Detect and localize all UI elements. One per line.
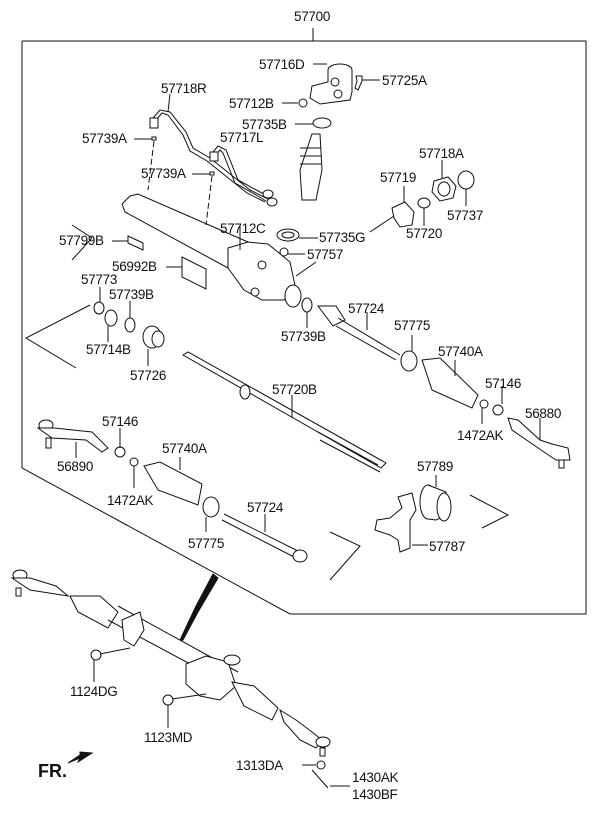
assembled-gear	[10, 569, 350, 789]
label-57789: 57789	[417, 459, 454, 474]
inner-tie-rod-left	[221, 513, 361, 581]
plug-57739A-1	[151, 136, 157, 141]
rack-57720B	[182, 351, 387, 473]
boot-57740A-left	[143, 457, 203, 506]
bolt-57725A	[354, 75, 380, 91]
label-1472AK-left: 1472AK	[107, 493, 154, 508]
label-1472AK-right: 1472AK	[457, 428, 504, 443]
pipe-57717L	[209, 145, 278, 207]
label-57757: 57757	[307, 247, 344, 262]
label-plate-56992B	[166, 256, 207, 290]
label-1313DA: 1313DA	[236, 758, 283, 773]
assembly-frame	[21, 28, 587, 615]
rack-housing	[121, 193, 302, 308]
assembly-pointer-arrow	[179, 573, 219, 641]
label-57735G: 57735G	[319, 230, 366, 245]
label-1430BF: 1430BF	[352, 787, 398, 802]
label-57739A-lower: 57739A	[141, 166, 186, 181]
label-57775-lower: 57775	[188, 536, 225, 551]
label-57725A: 57725A	[382, 73, 427, 88]
label-57740A-lower: 57740A	[162, 441, 207, 456]
nut-57146-left	[114, 428, 126, 458]
label-57712B: 57712B	[229, 96, 274, 111]
label-1430AK: 1430AK	[352, 770, 399, 785]
seal-set-left	[24, 287, 165, 369]
bushing-57789	[419, 475, 510, 529]
bracket-57787	[374, 492, 428, 553]
label-57724-upper: 57724	[348, 301, 385, 316]
label-56880: 56880	[525, 406, 562, 421]
seal-57735G	[276, 228, 318, 242]
nut-57712B	[282, 98, 308, 108]
nut-57146-right	[492, 386, 504, 416]
label-57773: 57773	[81, 272, 118, 287]
front-direction-label: FR.	[38, 761, 67, 781]
label-57799B: 57799B	[59, 233, 104, 248]
label-57739B-left: 57739B	[109, 287, 154, 302]
clamp-1472AK-left	[129, 457, 139, 488]
label-57720B: 57720B	[272, 382, 317, 397]
label-57719: 57719	[380, 170, 417, 185]
nut-57757	[279, 247, 317, 277]
plug-57737	[457, 170, 475, 206]
plug-57739A-2	[209, 171, 215, 176]
label-57740A-upper: 57740A	[438, 344, 483, 359]
label-56890: 56890	[57, 459, 94, 474]
label-57714B: 57714B	[86, 342, 131, 357]
label-57718A: 57718A	[419, 146, 464, 161]
valve-housing	[309, 63, 353, 105]
label-1124DG: 1124DG	[70, 684, 118, 699]
label-57735B: 57735B	[242, 117, 287, 132]
pipe-57718R	[149, 93, 269, 203]
tie-rod-end-56890	[36, 419, 109, 458]
tie-rod-end-56880	[507, 417, 571, 469]
label-57712C: 57712C	[220, 221, 266, 236]
front-direction-arrow	[67, 751, 94, 764]
tie-rod-right	[301, 297, 401, 361]
label-57146-left: 57146	[102, 414, 139, 429]
label-57739A-upper: 57739A	[82, 131, 127, 146]
label-57724-lower: 57724	[247, 500, 284, 515]
label-57146-right: 57146	[485, 376, 522, 391]
label-56992B: 56992B	[112, 259, 157, 274]
pinion-valve	[295, 117, 332, 201]
ring-57775-right	[400, 335, 418, 372]
ring-57775-left	[202, 496, 220, 532]
label-57739B-right: 57739B	[281, 329, 326, 344]
yoke-57719	[369, 186, 415, 233]
label-1123MD: 1123MD	[144, 730, 193, 745]
label-plate-57799B	[71, 224, 144, 261]
label-57775-upper: 57775	[394, 318, 431, 333]
locknut-57718A	[431, 160, 457, 202]
boot-57740A-right	[421, 357, 479, 409]
label-57737: 57737	[447, 208, 484, 223]
label-57717L: 57717L	[220, 130, 264, 145]
clamp-1472AK-right	[479, 399, 489, 424]
label-assembly-57700: 57700	[294, 9, 331, 24]
label-57787: 57787	[429, 539, 466, 554]
spring-57720	[417, 197, 431, 226]
label-57716D: 57716D	[259, 57, 305, 72]
label-57726: 57726	[130, 368, 167, 383]
label-57720: 57720	[406, 226, 443, 241]
label-57718R: 57718R	[161, 81, 207, 96]
